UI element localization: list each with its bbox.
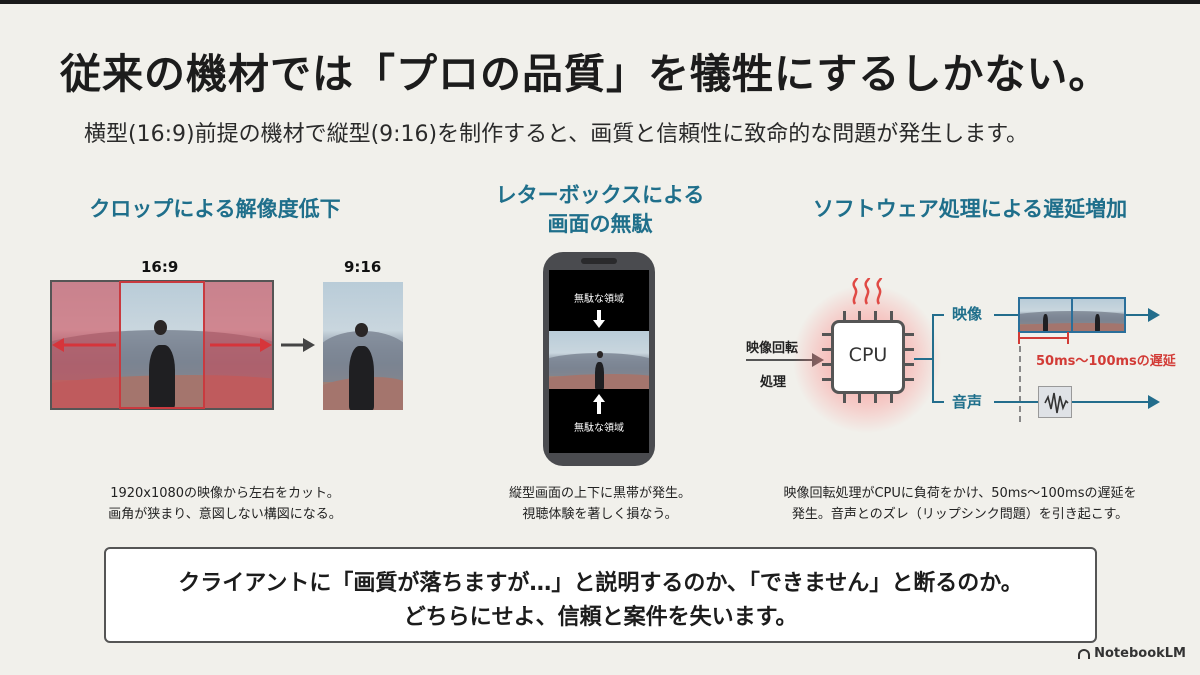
letterbox-band-top-label: 無駄な領域	[574, 294, 624, 305]
crop-arrows	[52, 338, 272, 352]
up-arrowhead-icon	[593, 394, 605, 402]
cpu-pin	[874, 394, 877, 403]
letterbox-caption-1: 縦型画面の上下に黒帯が発生。	[508, 486, 691, 501]
delay-tick-right	[1067, 332, 1069, 344]
video-line-in	[994, 314, 1018, 316]
delay-label: 50ms～100msの遅延	[1036, 354, 1176, 369]
audio-waveform-icon	[1038, 386, 1072, 418]
up-arrow-icon	[597, 402, 601, 414]
cpu-pin	[843, 394, 846, 403]
callout-line-2: どちらにせよ、信頼と案件を失います。	[403, 605, 798, 630]
brand-watermark: NotebookLM	[1078, 646, 1186, 661]
crop-region-frame	[119, 281, 205, 409]
cpu-label: CPU	[848, 344, 888, 366]
tall-frame-image	[323, 282, 403, 410]
phone-screen: 無駄な領域 無駄な領域	[549, 270, 649, 453]
crop-heading: クロップによる解像度低下	[89, 197, 341, 221]
crop-caption-1: 1920x1080の映像から左右をカット。	[110, 486, 340, 501]
page-subtitle: 横型(16:9)前提の機材で縦型(9:16)を制作すると、画質と信頼性に致命的な…	[84, 122, 1029, 147]
crop-result-arrow	[281, 338, 315, 352]
video-line-out	[1126, 314, 1150, 316]
branch-video-label: 映像	[952, 305, 983, 323]
cpu-pin	[858, 394, 861, 403]
cpu-pin	[843, 311, 846, 320]
delay-tick-left	[1018, 332, 1020, 344]
letterbox-band-bottom-label: 無駄な領域	[574, 423, 624, 434]
notebooklm-logo-icon	[1078, 648, 1091, 659]
cpu-pin	[822, 348, 831, 351]
frame-divider	[1071, 297, 1073, 333]
cpu-pin	[858, 311, 861, 320]
cpu-pin	[905, 333, 914, 336]
cpu-pin	[905, 378, 914, 381]
software-heading: ソフトウェア処理による遅延増加	[812, 197, 1128, 221]
branch-stem	[914, 358, 932, 360]
audio-line-in	[994, 401, 1038, 403]
cpu-pin	[874, 311, 877, 320]
input-label-2: 処理	[760, 375, 787, 390]
phone-notch	[581, 258, 617, 264]
video-arrowhead	[1148, 308, 1160, 322]
branch-audio-start	[932, 401, 944, 403]
cpu-pin	[905, 348, 914, 351]
crop-arrowhead-left	[52, 338, 64, 352]
branch-vertical	[932, 314, 934, 402]
cpu-pin	[822, 363, 831, 366]
crop-label-tall: 9:16	[344, 258, 382, 276]
top-border	[0, 0, 1200, 4]
delay-guide	[1019, 346, 1021, 422]
phone-mockup: 無駄な領域 無駄な領域	[543, 252, 655, 466]
cpu-pin	[822, 378, 831, 381]
cpu-pin	[822, 333, 831, 336]
brand-label: NotebookLM	[1094, 646, 1186, 661]
branch-audio-label: 音声	[952, 393, 983, 411]
input-line	[746, 359, 816, 361]
callout-box: クライアントに「画質が落ちますが…」と説明するのか、「できません」と断るのか。 …	[104, 547, 1097, 643]
delay-span	[1018, 337, 1068, 339]
letterbox-heading-1: レターボックスによる	[495, 183, 705, 207]
cpu-pin	[890, 311, 893, 320]
branch-video-start	[932, 314, 944, 316]
letterbox-caption-2: 視聴体験を著しく損なう。	[522, 507, 678, 522]
cpu-pin	[905, 363, 914, 366]
audio-arrowhead	[1148, 395, 1160, 409]
input-label-1: 映像回転	[746, 341, 799, 356]
crop-arrowhead-right	[260, 338, 272, 352]
software-caption-2: 発生。音声とのズレ（リップシンク問題）を引き起こす。	[791, 507, 1129, 522]
software-caption-1: 映像回転処理がCPUに負荷をかけ、50ms～100msの遅延を	[783, 486, 1137, 501]
audio-line-out	[1072, 401, 1150, 403]
crop-label-wide: 16:9	[141, 258, 179, 276]
down-arrowhead-icon	[593, 320, 605, 328]
letterbox-heading-2: 画面の無駄	[547, 212, 653, 236]
callout-line-1: クライアントに「画質が落ちますが…」と説明するのか、「できません」と断るのか。	[178, 571, 1023, 596]
letterboxed-image	[549, 331, 649, 389]
page-title: 従来の機材では「プロの品質」を犠牲にするしかない。	[60, 50, 1111, 98]
cpu-chip-icon	[831, 320, 905, 394]
heat-icon	[852, 278, 883, 305]
down-arrow-icon	[597, 310, 601, 322]
cpu-pin	[890, 394, 893, 403]
crop-caption-2: 画角が狭まり、意図しない構図になる。	[108, 507, 342, 522]
